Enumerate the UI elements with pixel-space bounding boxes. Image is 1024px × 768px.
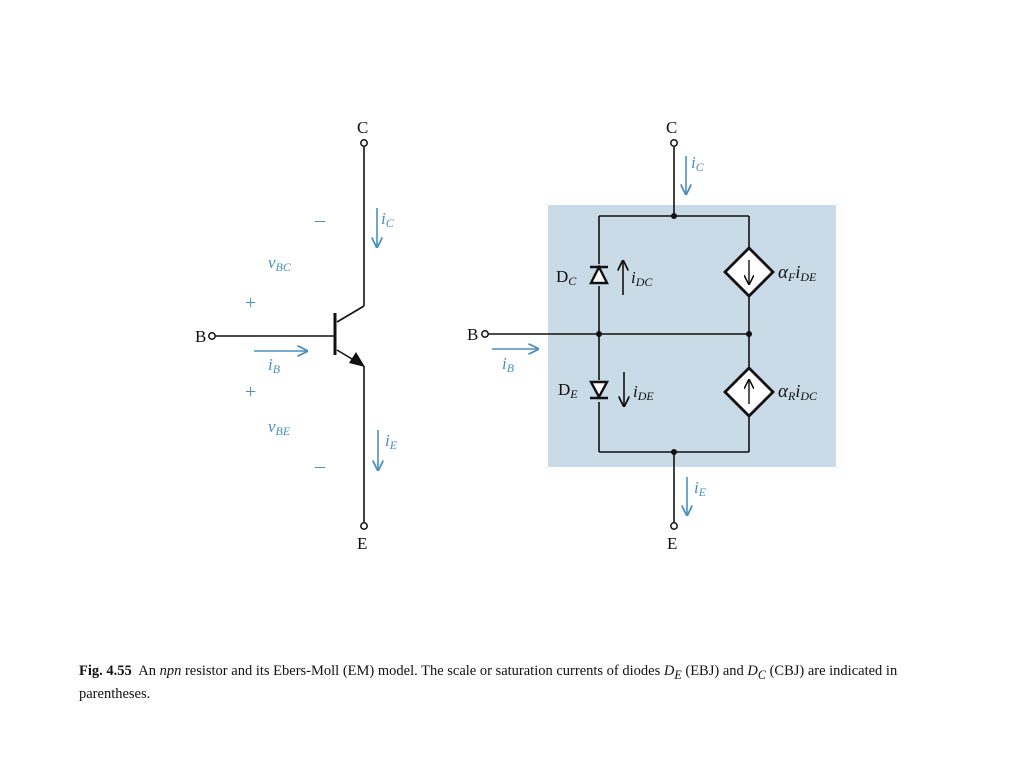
model-base-terminal xyxy=(481,330,489,338)
alpha-f-label: αFiDE xyxy=(778,262,817,284)
ic-label: iC xyxy=(381,209,395,230)
model-emitter-label: E xyxy=(667,534,677,553)
idc-label: iDC xyxy=(631,268,653,289)
diode-de-label: DE xyxy=(558,380,578,401)
vbe-plus-sign: + xyxy=(245,381,256,403)
emitter-label: E xyxy=(357,534,367,553)
collector-diagonal xyxy=(336,305,365,323)
vbc-label: vBC xyxy=(268,253,292,274)
current-source-alpha-r xyxy=(723,366,775,418)
collector-label: C xyxy=(357,118,368,137)
vbc-minus-sign: – xyxy=(314,209,326,231)
ebers-moll-diagram: C B E iC iB iE – vBC + + vBE – C iC xyxy=(195,118,836,553)
emitter-arrow xyxy=(349,352,365,367)
collector-terminal xyxy=(360,139,368,147)
figure-number: Fig. 4.55 xyxy=(79,663,132,679)
model-ib-label: iB xyxy=(502,354,515,375)
ebers-moll-model: C iC B iB DC iDC DE xyxy=(467,118,836,553)
figure-caption: Fig. 4.55 An npn resistor and its Ebers-… xyxy=(79,663,898,702)
top-node xyxy=(671,213,677,219)
model-ic-label: iC xyxy=(691,153,705,174)
ide-label: iDE xyxy=(633,382,654,403)
model-collector-label: C xyxy=(666,118,677,137)
vbe-label: vBE xyxy=(268,417,291,438)
model-collector-terminal xyxy=(670,139,678,147)
vbe-minus-sign: – xyxy=(314,455,326,477)
model-ie-label: iE xyxy=(694,478,707,499)
diode-dc xyxy=(589,264,609,286)
ie-label: iE xyxy=(385,431,398,452)
base-node-left xyxy=(596,331,602,337)
vbc-plus-sign: + xyxy=(245,292,256,314)
alpha-r-label: αRiDC xyxy=(778,381,818,403)
diode-de xyxy=(589,380,609,402)
model-emitter-terminal xyxy=(670,522,678,530)
ib-label: iB xyxy=(268,355,281,376)
current-source-alpha-f xyxy=(723,246,775,298)
base-terminal-left xyxy=(208,332,216,340)
diode-dc-label: DC xyxy=(556,267,577,288)
emitter-terminal xyxy=(360,522,368,530)
model-shaded-box xyxy=(548,205,836,467)
base-node-right xyxy=(746,331,752,337)
base-label-left: B xyxy=(195,327,206,346)
npn-transistor-symbol: C B E iC iB iE – vBC + + vBE – xyxy=(195,118,398,553)
model-base-label: B xyxy=(467,325,478,344)
